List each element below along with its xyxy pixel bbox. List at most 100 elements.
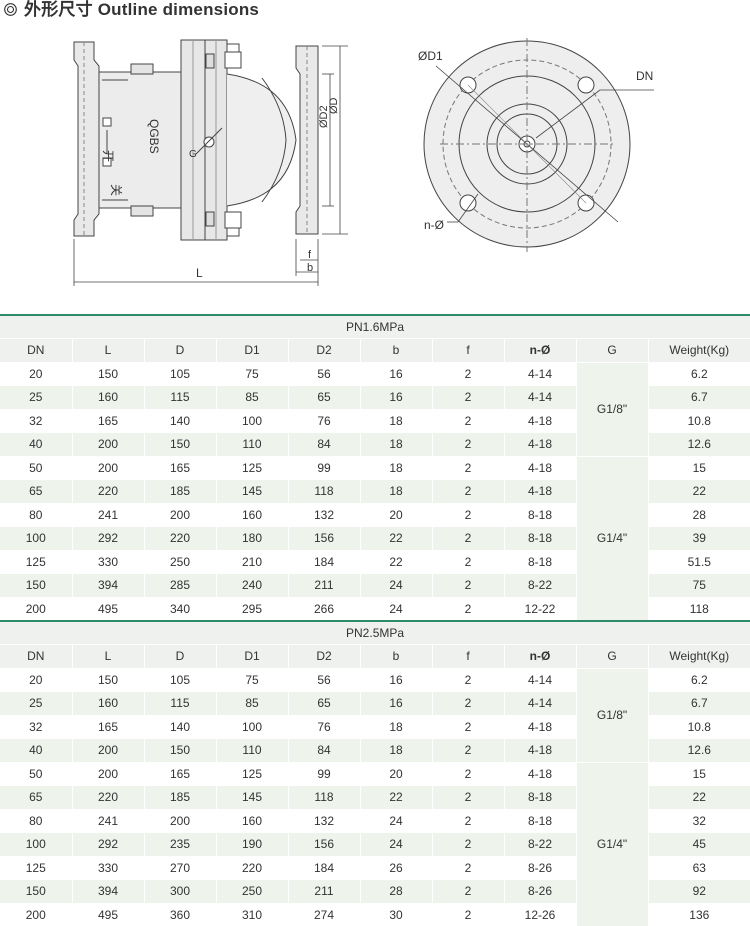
table-cell: 292 <box>71 832 144 856</box>
table-cell: 115 <box>143 385 216 409</box>
table-cell: 210 <box>215 549 288 574</box>
section-header: 外形尺寸 Outline dimensions <box>0 0 750 24</box>
table-cell: 2 <box>431 573 504 597</box>
table-cell: 22 <box>647 785 750 809</box>
column-header: G <box>575 338 648 362</box>
table-cell: 22 <box>359 526 432 550</box>
length-label: L <box>196 266 203 280</box>
thread-g-cell: G1/8" <box>575 667 648 762</box>
table-cell: 125 <box>0 855 72 880</box>
table-cell: 200 <box>71 432 144 456</box>
table-cell: 150 <box>0 573 72 597</box>
column-header: G <box>575 644 648 668</box>
outline-drawing: 开 关 QGBS G L f b ØD2 ØD ØD1 DN n-Ø <box>73 38 654 286</box>
table-cell: 394 <box>71 879 144 903</box>
table-cell: 200 <box>143 502 216 527</box>
table-cell: 156 <box>287 526 360 550</box>
table-cell: 295 <box>215 596 288 620</box>
thread-g-cell: G1/4" <box>575 761 648 926</box>
table-cell: 2 <box>431 714 504 739</box>
table-cell: 125 <box>0 549 72 574</box>
pressure-rating: PN1.6MPa <box>0 314 750 339</box>
table-cell: 39 <box>647 526 750 550</box>
column-header: D2 <box>287 644 360 668</box>
table-cell: 80 <box>0 502 72 527</box>
table-cell: 99 <box>287 761 360 786</box>
table-cell: 115 <box>143 691 216 715</box>
table-cell: 132 <box>287 808 360 833</box>
table-cell: 2 <box>431 691 504 715</box>
table-cell: 250 <box>143 549 216 574</box>
table-cell: 220 <box>143 526 216 550</box>
table-cell: 211 <box>287 573 360 597</box>
table-cell: 8-26 <box>503 879 576 903</box>
table-cell: 15 <box>647 455 750 480</box>
column-header: b <box>359 644 432 668</box>
table-cell: 75 <box>215 361 288 386</box>
table-cell: 85 <box>215 385 288 409</box>
column-header: Weight(Kg) <box>647 338 750 362</box>
table-cell: 150 <box>0 879 72 903</box>
column-header: D1 <box>215 338 288 362</box>
table-cell: 20 <box>359 761 432 786</box>
table-cell: 6.2 <box>647 361 750 386</box>
table-cell: 65 <box>287 691 360 715</box>
table-cell: 8-22 <box>503 573 576 597</box>
table-cell: 12-26 <box>503 902 576 926</box>
table-cell: 75 <box>215 667 288 692</box>
table-cell: 200 <box>71 761 144 786</box>
table-cell: 2 <box>431 902 504 926</box>
table-cell: 32 <box>0 714 72 739</box>
table-cell: 118 <box>287 785 360 809</box>
table-cell: 18 <box>359 408 432 433</box>
table-cell: 40 <box>0 738 72 762</box>
table-cell: 300 <box>143 879 216 903</box>
f-label: f <box>308 249 312 261</box>
table-cell: 25 <box>0 691 72 715</box>
section-title: 外形尺寸 Outline dimensions <box>24 0 260 19</box>
table-cell: 2 <box>431 761 504 786</box>
table-cell: 6.7 <box>647 691 750 715</box>
table-cell: 20 <box>0 361 72 386</box>
table-cell: 235 <box>143 832 216 856</box>
table-cell: 118 <box>287 479 360 503</box>
d1-label: ØD1 <box>418 49 443 63</box>
table-cell: 30 <box>359 902 432 926</box>
table-cell: 16 <box>359 361 432 386</box>
g-port-label: G <box>189 149 197 160</box>
table-cell: 100 <box>215 714 288 739</box>
table-cell: 100 <box>0 832 72 856</box>
table-cell: 156 <box>287 832 360 856</box>
table-cell: 85 <box>215 691 288 715</box>
table-cell: 2 <box>431 455 504 480</box>
table-cell: 92 <box>647 879 750 903</box>
table-cell: 18 <box>359 738 432 762</box>
table-cell: 56 <box>287 361 360 386</box>
table-cell: 125 <box>215 761 288 786</box>
table-cell: 140 <box>143 408 216 433</box>
double-circle-icon <box>4 3 17 16</box>
table-cell: 150 <box>143 738 216 762</box>
table-cell: 84 <box>287 432 360 456</box>
table-cell: 136 <box>647 902 750 926</box>
d-label: ØD <box>328 97 340 114</box>
table-cell: 220 <box>71 785 144 809</box>
table-cell: 6.2 <box>647 667 750 692</box>
table-cell: 160 <box>71 385 144 409</box>
table-cell: 63 <box>647 855 750 880</box>
table-cell: 110 <box>215 738 288 762</box>
table-cell: 4-18 <box>503 432 576 456</box>
table-cell: 4-18 <box>503 761 576 786</box>
